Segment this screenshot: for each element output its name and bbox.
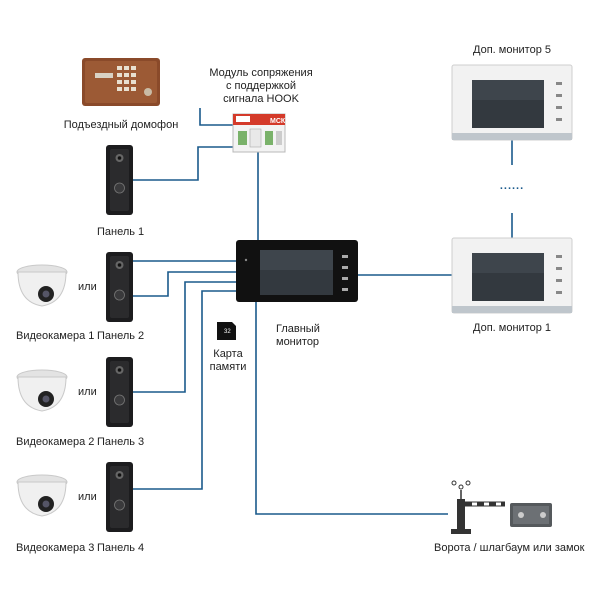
main-monitor-label: Главный монитор [276, 323, 320, 349]
monitor-icon [451, 64, 573, 141]
memory-card-label: Карта памяти [206, 348, 250, 374]
panel2-label: Панель 2 [97, 330, 145, 342]
entrance-intercom-label: Подъездный домофон [63, 119, 179, 131]
module-label-line: Модуль сопряжения [209, 67, 313, 79]
module-icon: МСК [232, 113, 286, 153]
wire-panel4-main [133, 290, 236, 490]
intercom-icon [82, 58, 160, 106]
wire-intercom-module [199, 108, 233, 126]
more-monitors-ellipsis: ...... [499, 180, 525, 192]
or-label: или [78, 386, 97, 398]
camera3-label: Видеокамера 3 [16, 542, 95, 554]
module-label: Модуль сопряжения с поддержкой сигнала H… [205, 67, 317, 106]
monitor-icon [236, 240, 358, 302]
panel-icon [106, 145, 133, 215]
camera2-label: Видеокамера 2 [16, 436, 95, 448]
dome-camera-icon [16, 474, 68, 517]
panel1-label: Панель 1 [97, 226, 145, 238]
main-monitor-label-line: Главный [276, 323, 320, 335]
memory-card-label-line: памяти [209, 361, 247, 373]
memory-card-icon: 32 [217, 322, 236, 340]
panel3-label: Панель 3 [97, 436, 145, 448]
lock-icon [510, 503, 552, 527]
or-label: или [78, 491, 97, 503]
panel-icon [106, 252, 133, 322]
memory-card-size: 32 [224, 329, 231, 335]
panel-icon [106, 357, 133, 427]
barrier-icon [451, 480, 505, 534]
camera1-label: Видеокамера 1 [16, 330, 95, 342]
gate-lock-label: Ворота / шлагбаум или замок [434, 542, 585, 554]
dome-camera-icon [16, 264, 68, 307]
wire-main-gate [255, 301, 448, 515]
wiring [133, 108, 513, 515]
or-label: или [78, 281, 97, 293]
memory-card-label-line: Карта [213, 348, 243, 360]
panel-icon [106, 462, 133, 532]
extra-monitor-1-label: Доп. монитор 1 [473, 322, 551, 334]
wire-panel3-main [133, 281, 236, 393]
monitor-icon [451, 237, 573, 314]
module-label-line: с поддержкой [225, 80, 297, 92]
dome-camera-icon [16, 369, 68, 412]
module-brand: МСК [270, 118, 286, 125]
wire-camera1-main [133, 271, 236, 297]
panel4-label: Панель 4 [97, 542, 145, 554]
module-label-line: сигнала HOOK [223, 93, 299, 105]
main-monitor-label-line: монитор [276, 336, 320, 348]
wire-panel1-module [133, 146, 233, 181]
extra-monitor-5-label: Доп. монитор 5 [473, 44, 551, 56]
